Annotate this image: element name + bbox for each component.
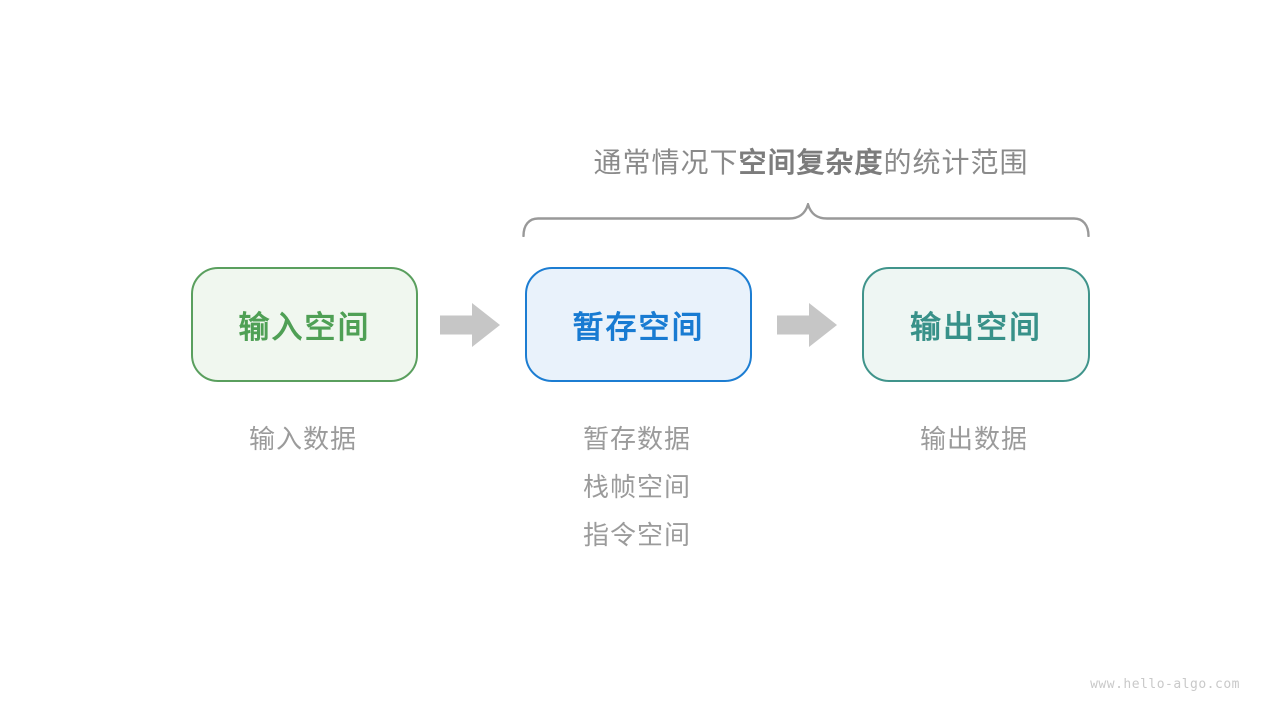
input-space-label: 输入空间	[238, 310, 371, 345]
input-space-annotation: 输入数据	[249, 424, 358, 454]
scope-caption-emphasis: 空间复杂度	[738, 147, 884, 178]
scope-caption: 通常情况下空间复杂度的统计范围	[526, 146, 1096, 180]
site-watermark: www.hello-algo.com	[1090, 677, 1240, 692]
arrow-right-icon	[440, 303, 500, 347]
temp-space-annotation: 指令空间	[583, 520, 692, 550]
output-space-annotation: 输出数据	[920, 424, 1029, 454]
output-space-label: 输出空间	[910, 310, 1042, 345]
temp-space-annotation: 栈帧空间	[583, 472, 692, 502]
temp-space-label: 暂存空间	[572, 310, 705, 345]
temp-space-box: 暂存空间	[525, 267, 752, 382]
input-space-box: 输入空间	[191, 267, 418, 382]
output-space-box: 输出空间	[862, 267, 1090, 382]
curly-brace-icon	[522, 203, 1090, 237]
scope-caption-suffix: 的统计范围	[883, 147, 1029, 178]
scope-caption-prefix: 通常情况下	[593, 147, 739, 178]
temp-space-annotation: 暂存数据	[583, 424, 692, 454]
arrow-right-icon	[777, 303, 837, 347]
